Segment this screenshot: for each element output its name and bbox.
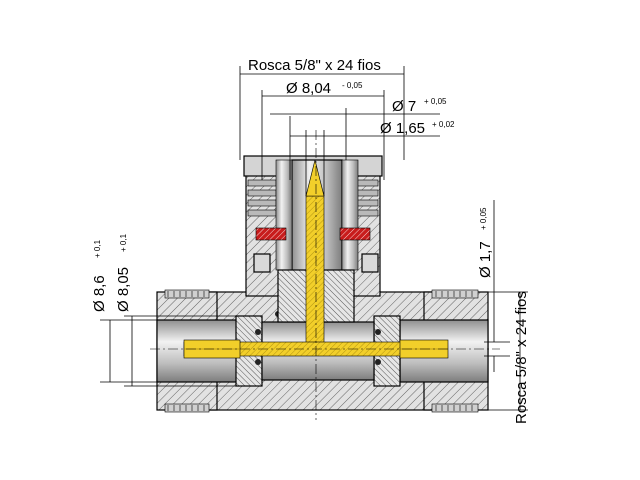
dimension-lines [100, 66, 528, 411]
diameter-1-7-label: Ø 1,7 [477, 241, 494, 278]
diameter-1-65-tolerance: + 0,02 [432, 120, 455, 129]
thread-top-label: Rosca 5/8" x 24 fios [248, 57, 381, 74]
diameter-8-04-tolerance: - 0,05 [342, 81, 363, 90]
center-lines [150, 130, 500, 420]
diameter-1-7-tolerance: + 0,05 [479, 207, 488, 230]
diameter-8-04-label: Ø 8,04 [286, 80, 331, 97]
thread-right-label: Rosca 5/8" x 24 fios [513, 291, 530, 424]
diameter-8-05-tolerance: + 0,1 [119, 233, 128, 252]
diameter-8-6-label: Ø 8,6 [91, 275, 108, 312]
diameter-8-6-tolerance: + 0,1 [93, 239, 102, 258]
diameter-8-05-label: Ø 8,05 [115, 267, 132, 312]
dimension-labels: Rosca 5/8" x 24 fios Ø 8,04 - 0,05 Ø 7 +… [91, 57, 530, 424]
diameter-7-label: Ø 7 [392, 98, 416, 115]
diameter-7-tolerance: + 0,05 [424, 97, 447, 106]
diameter-1-65-label: Ø 1,65 [380, 120, 425, 137]
